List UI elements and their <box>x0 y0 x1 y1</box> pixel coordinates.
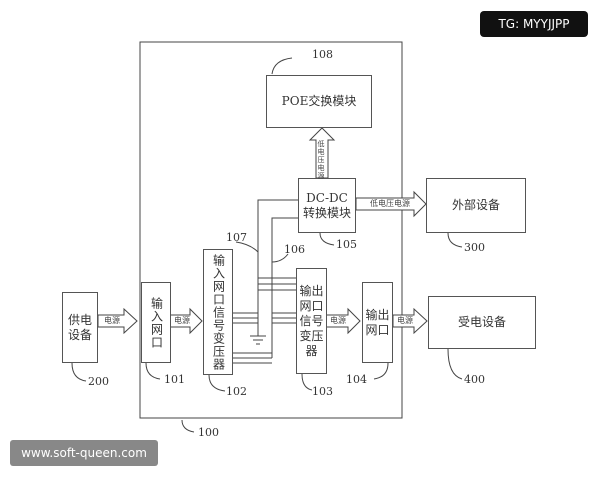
input-signal-transformer: 输入网口信号变压器 <box>203 249 233 375</box>
signal-lines-mid <box>232 312 296 324</box>
leader-102 <box>208 374 226 392</box>
power-supply-device: 供电设备 <box>62 292 98 363</box>
supply-label: 供电设备 <box>67 312 92 342</box>
line-107 <box>257 199 298 336</box>
num-107: 107 <box>226 231 247 244</box>
powered-label: 受电设备 <box>457 315 506 329</box>
leader-101 <box>145 362 161 380</box>
device-outline <box>139 41 403 419</box>
arrow-inport-to-xfmr <box>169 307 203 335</box>
output-signal-transformer: 输出网口信号变压器 <box>296 268 327 374</box>
arrow-supply-to-inport <box>97 307 138 335</box>
num-200: 200 <box>88 375 109 388</box>
leader-100 <box>181 419 195 433</box>
num-300: 300 <box>464 241 485 254</box>
num-103: 103 <box>312 385 333 398</box>
input-port: 输入网口 <box>141 282 171 363</box>
leader-300 <box>447 232 463 248</box>
label-power-2: 电源 <box>174 316 190 325</box>
poe-switch-module: POE交换模块 <box>266 75 372 128</box>
ground-symbol <box>250 330 266 345</box>
leader-107 <box>235 241 259 253</box>
leader-105 <box>319 232 335 246</box>
line-106 <box>271 217 298 358</box>
signal-lines-bot <box>232 352 272 364</box>
powered-device: 受电设备 <box>428 296 536 349</box>
signal-lines-top <box>258 277 296 291</box>
poe-label: POE交换模块 <box>281 94 357 108</box>
external-label: 外部设备 <box>451 198 500 212</box>
arrow-xfmr-to-outport <box>325 307 361 335</box>
output-port-label: 输出网口 <box>365 307 390 337</box>
label-power-4: 电源 <box>397 316 413 325</box>
num-106: 106 <box>284 243 305 256</box>
arrow-dcdc-to-poe <box>308 127 336 179</box>
num-108: 108 <box>312 48 333 61</box>
leader-103 <box>301 373 313 391</box>
leader-106 <box>271 253 289 263</box>
input-port-label: 输入网口 <box>149 296 164 349</box>
num-100: 100 <box>198 426 219 439</box>
label-power-1: 电源 <box>104 316 120 325</box>
dcdc-module: DC-DC转换模块 <box>298 178 356 233</box>
label-power-3: 电源 <box>330 316 346 325</box>
watermark: www.soft-queen.com <box>10 440 158 466</box>
leader-400 <box>447 348 463 380</box>
leader-104 <box>373 362 389 380</box>
num-400: 400 <box>464 373 485 386</box>
leader-200 <box>71 362 87 382</box>
arrow-outport-to-powered <box>392 307 428 335</box>
num-105: 105 <box>336 238 357 251</box>
leader-108 <box>271 57 293 75</box>
arrow-dcdc-to-external <box>355 190 427 218</box>
num-101: 101 <box>164 373 185 386</box>
external-device: 外部设备 <box>426 178 526 233</box>
dcdc-label: DC-DC转换模块 <box>303 190 352 220</box>
label-low-voltage-v: 低电压电源 <box>317 140 325 180</box>
label-low-voltage-h: 低电压电源 <box>370 199 410 208</box>
input-xfmr-label: 输入网口信号变压器 <box>211 253 226 371</box>
num-102: 102 <box>226 385 247 398</box>
telegram-badge: TG: MYYJJPP <box>480 11 588 37</box>
output-port: 输出网口 <box>362 282 393 363</box>
output-xfmr-label: 输出网口信号变压器 <box>299 283 324 358</box>
num-104: 104 <box>346 373 367 386</box>
